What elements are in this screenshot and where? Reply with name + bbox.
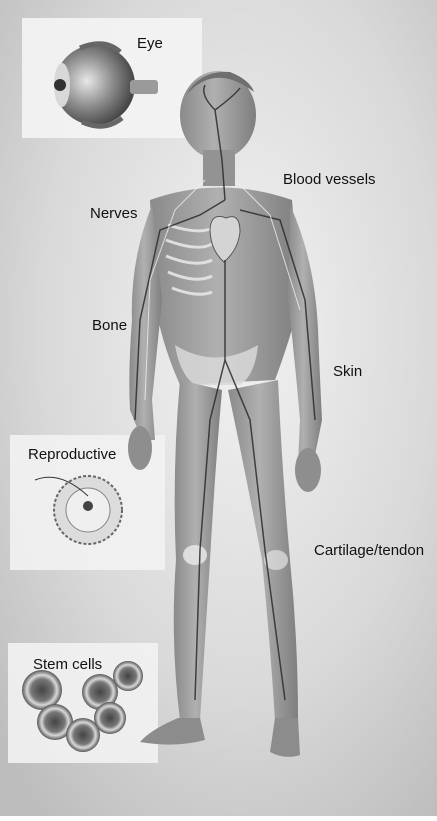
- label-stem-cells: Stem cells: [33, 656, 102, 673]
- label-eye: Eye: [137, 35, 163, 52]
- label-reproductive: Reproductive: [28, 446, 116, 463]
- right-hand: [128, 426, 152, 470]
- neck: [203, 150, 235, 186]
- label-skin: Skin: [333, 363, 362, 380]
- label-bone: Bone: [92, 317, 127, 334]
- left-foot: [270, 718, 300, 757]
- label-blood-vessels: Blood vessels: [283, 171, 376, 188]
- label-nerves: Nerves: [90, 205, 138, 222]
- label-cartilage-tendon: Cartilage/tendon: [314, 542, 424, 559]
- left-hand: [295, 448, 321, 492]
